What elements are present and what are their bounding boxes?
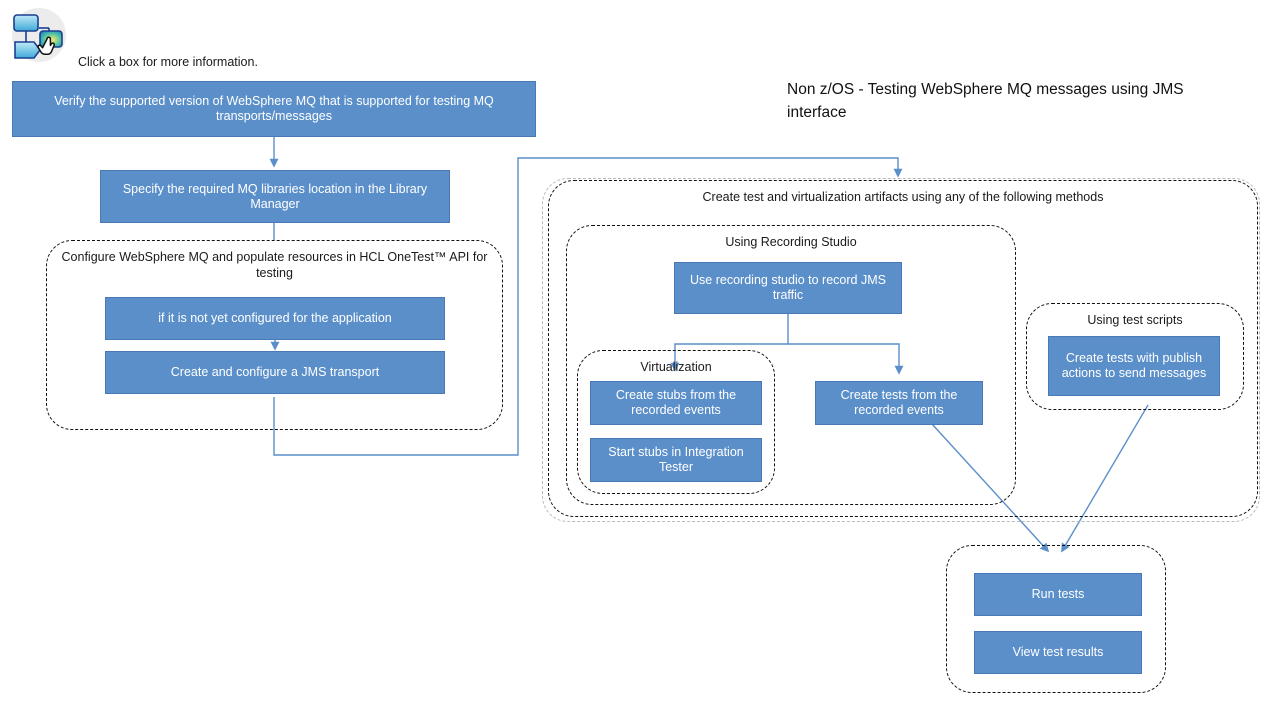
group-virtualization: Virtualization (577, 350, 775, 494)
group-create-artifacts-outer (542, 178, 1260, 522)
group-using-test-scripts-label: Using test scripts (1087, 313, 1183, 327)
box-run-tests[interactable]: Run tests (974, 573, 1142, 616)
legend-line-1: Click a box for more information. (78, 55, 258, 69)
box-create-jms-transport[interactable]: Create and configure a JMS transport (105, 351, 445, 394)
box-create-tests-publish[interactable]: Create tests with publish actions to sen… (1048, 336, 1220, 396)
box-view-test-results[interactable]: View test results (974, 631, 1142, 674)
group-using-test-scripts: Using test scripts (1026, 303, 1244, 410)
group-create-artifacts: Create test and virtualization artifacts… (548, 180, 1258, 517)
group-virtualization-label: Virtualization (640, 360, 712, 374)
group-using-recording-studio-label: Using Recording Studio (725, 235, 857, 249)
group-using-recording-studio: Using Recording Studio (566, 225, 1016, 505)
box-create-stubs[interactable]: Create stubs from the recorded events (590, 381, 762, 425)
box-use-recording-studio[interactable]: Use recording studio to record JMS traff… (674, 262, 902, 314)
page-title: Non z/OS - Testing WebSphere MQ messages… (787, 81, 1184, 121)
group-configure-mq: Configure WebSphere MQ and populate reso… (46, 240, 503, 430)
group-create-artifacts-label: Create test and virtualization artifacts… (702, 190, 1104, 204)
box-not-configured[interactable]: if it is not yet configured for the appl… (105, 297, 445, 340)
flowchart-click-icon (8, 6, 70, 64)
box-verify-version[interactable]: Verify the supported version of WebSpher… (12, 81, 536, 137)
group-results (946, 545, 1166, 693)
group-configure-mq-label: Configure WebSphere MQ and populate reso… (61, 250, 488, 280)
box-specify-libraries[interactable]: Specify the required MQ libraries locati… (100, 170, 450, 223)
box-start-stubs[interactable]: Start stubs in Integration Tester (590, 438, 762, 482)
box-create-tests-recorded[interactable]: Create tests from the recorded events (815, 381, 983, 425)
